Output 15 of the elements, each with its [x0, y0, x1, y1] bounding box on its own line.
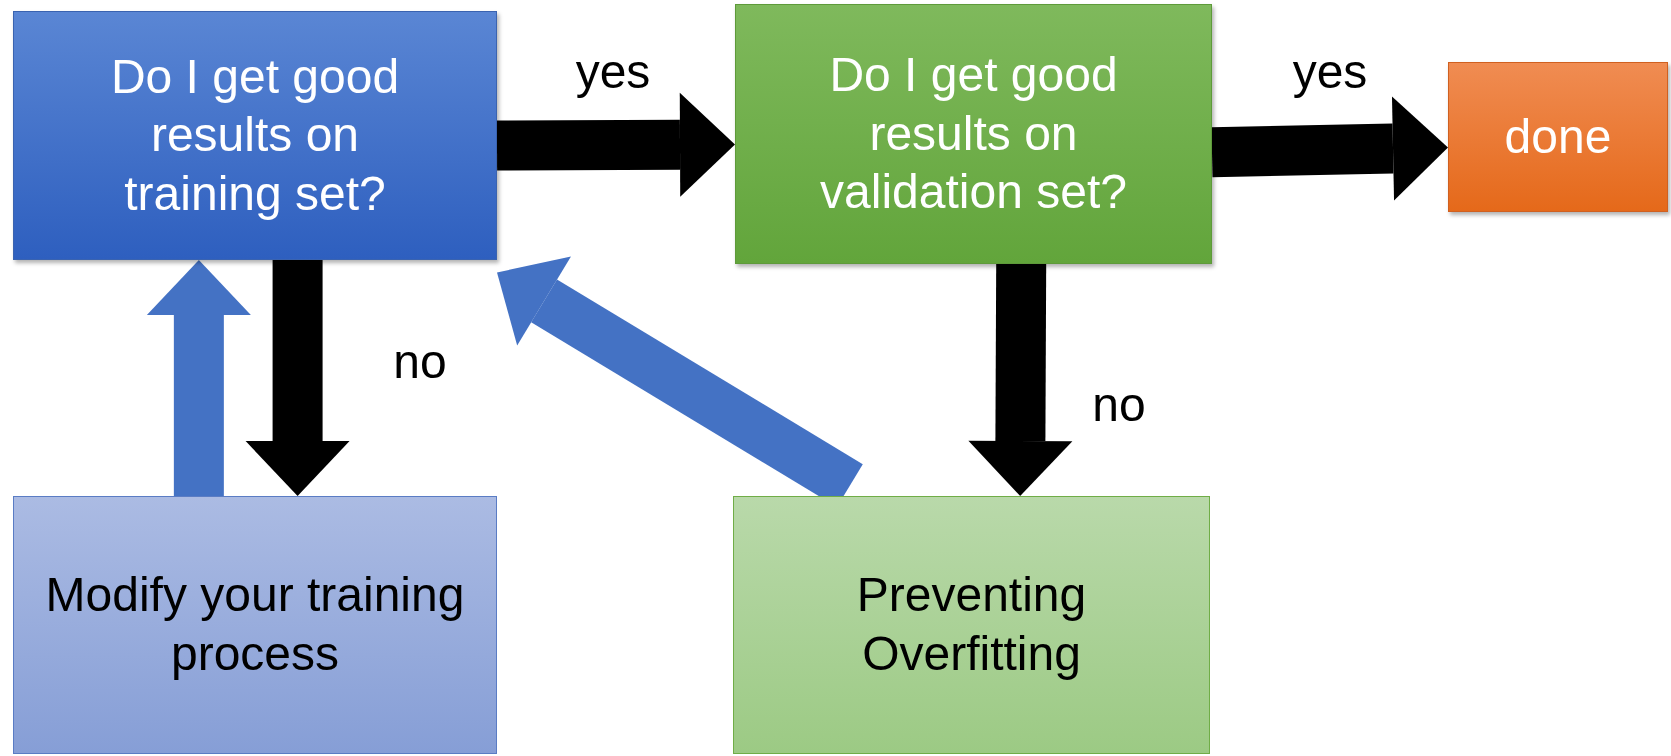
box-text: Do I get good results on training set? [109, 48, 401, 222]
process-box [1448, 62, 1668, 212]
box-text: Modify your training process [44, 567, 466, 682]
block-arrow [496, 92, 735, 197]
block-arrow [146, 260, 251, 496]
process-box [13, 496, 497, 754]
box-text: Preventing Overfitting [855, 567, 1088, 682]
block-arrow [968, 263, 1073, 496]
process-box [13, 11, 497, 260]
block-arrow [1211, 96, 1448, 201]
box-text: Do I get good results on validation set? [819, 47, 1128, 221]
process-box [733, 496, 1210, 754]
block-arrow [245, 260, 350, 496]
process-box [735, 4, 1212, 264]
box-text: done [1504, 108, 1612, 165]
